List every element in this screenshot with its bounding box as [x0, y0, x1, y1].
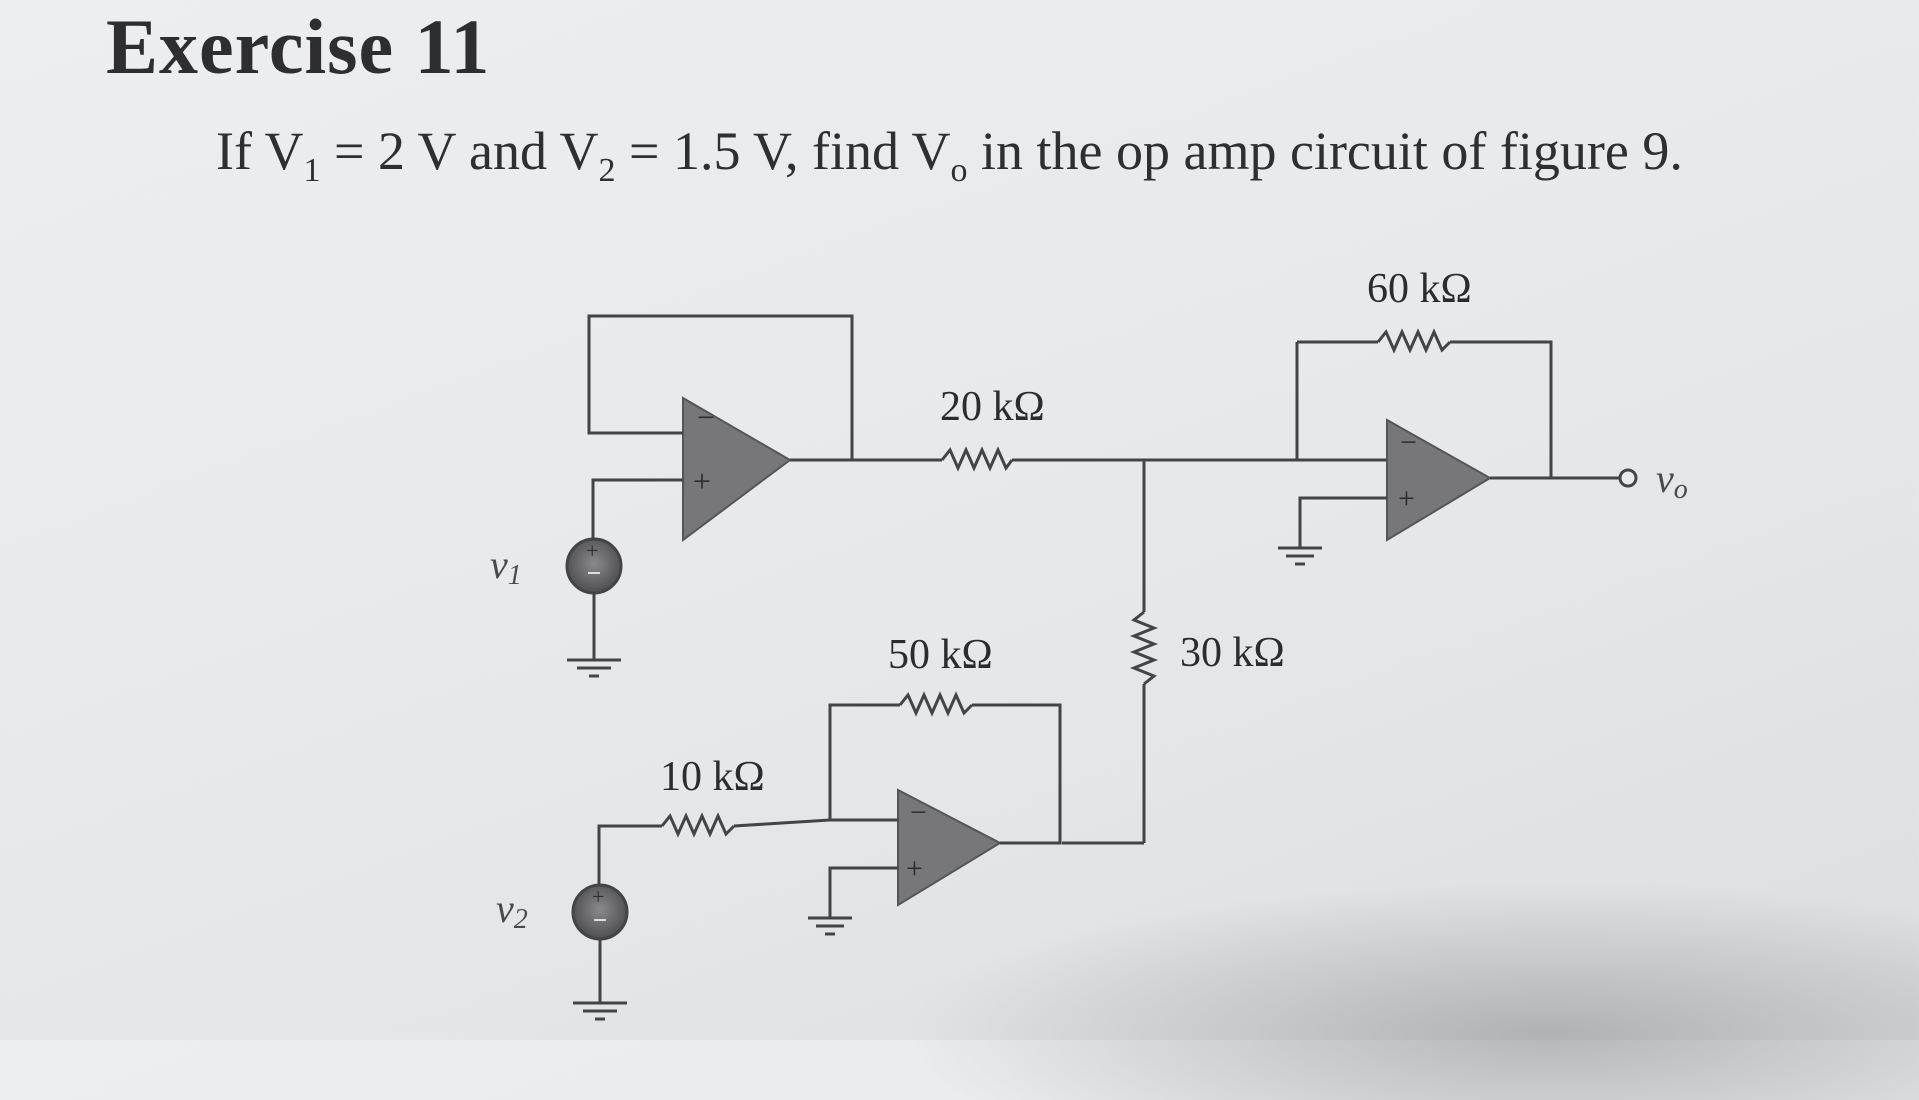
- label-60k: 60 kΩ: [1367, 266, 1472, 312]
- voltage-source-v1: +: [565, 537, 623, 595]
- ground-2: [808, 866, 898, 936]
- exercise-title: Exercise 11: [106, 3, 491, 90]
- resistor-50k-feedback: [828, 691, 1062, 845]
- label-50k: 50 kΩ: [888, 632, 993, 678]
- opamp1-plus-sign: +: [693, 463, 711, 499]
- resistor-20k: [852, 446, 1144, 472]
- label-v2: v2: [496, 886, 528, 935]
- opamp1-minus-sign: −: [697, 399, 715, 435]
- opamp1-input-wire: [591, 478, 683, 540]
- ground-v2: [573, 939, 627, 1021]
- resistor-60k-feedback: [1297, 328, 1553, 480]
- voltage-source-v2: +: [571, 883, 629, 941]
- ground-1: [567, 593, 621, 678]
- summing-node-wire: [1144, 342, 1387, 462]
- label-v1: v1: [490, 542, 522, 591]
- opamp-1-buffer: − +: [682, 396, 792, 542]
- output-terminal: [1551, 468, 1638, 488]
- label-30k: 30 kΩ: [1180, 630, 1285, 676]
- opamp3-minus-sign: −: [1400, 426, 1417, 459]
- opamp-2-inverting: − +: [897, 788, 1003, 907]
- label-vo: vo: [1656, 456, 1688, 505]
- resistor-30k: [1062, 460, 1159, 845]
- label-10k: 10 kΩ: [660, 754, 765, 800]
- opamp2-plus-sign: +: [906, 852, 923, 885]
- v2-plus-sign: +: [592, 884, 604, 909]
- resistor-10k: [597, 812, 831, 890]
- opamp-3-summer: − +: [1386, 418, 1492, 542]
- circuit-diagram: − + + v1 20 kΩ − + 60 kΩ: [490, 266, 1688, 1021]
- v1-plus-sign: +: [586, 538, 598, 563]
- problem-statement: If V1 = 2 V and V2 = 1.5 V, find Vo in t…: [216, 121, 1683, 189]
- opamp2-minus-sign: −: [910, 796, 927, 829]
- ground-3: [1278, 496, 1387, 566]
- opamp1-feedback-wire: [587, 314, 854, 462]
- label-20k: 20 kΩ: [940, 384, 1045, 430]
- opamp3-plus-sign: +: [1398, 482, 1415, 515]
